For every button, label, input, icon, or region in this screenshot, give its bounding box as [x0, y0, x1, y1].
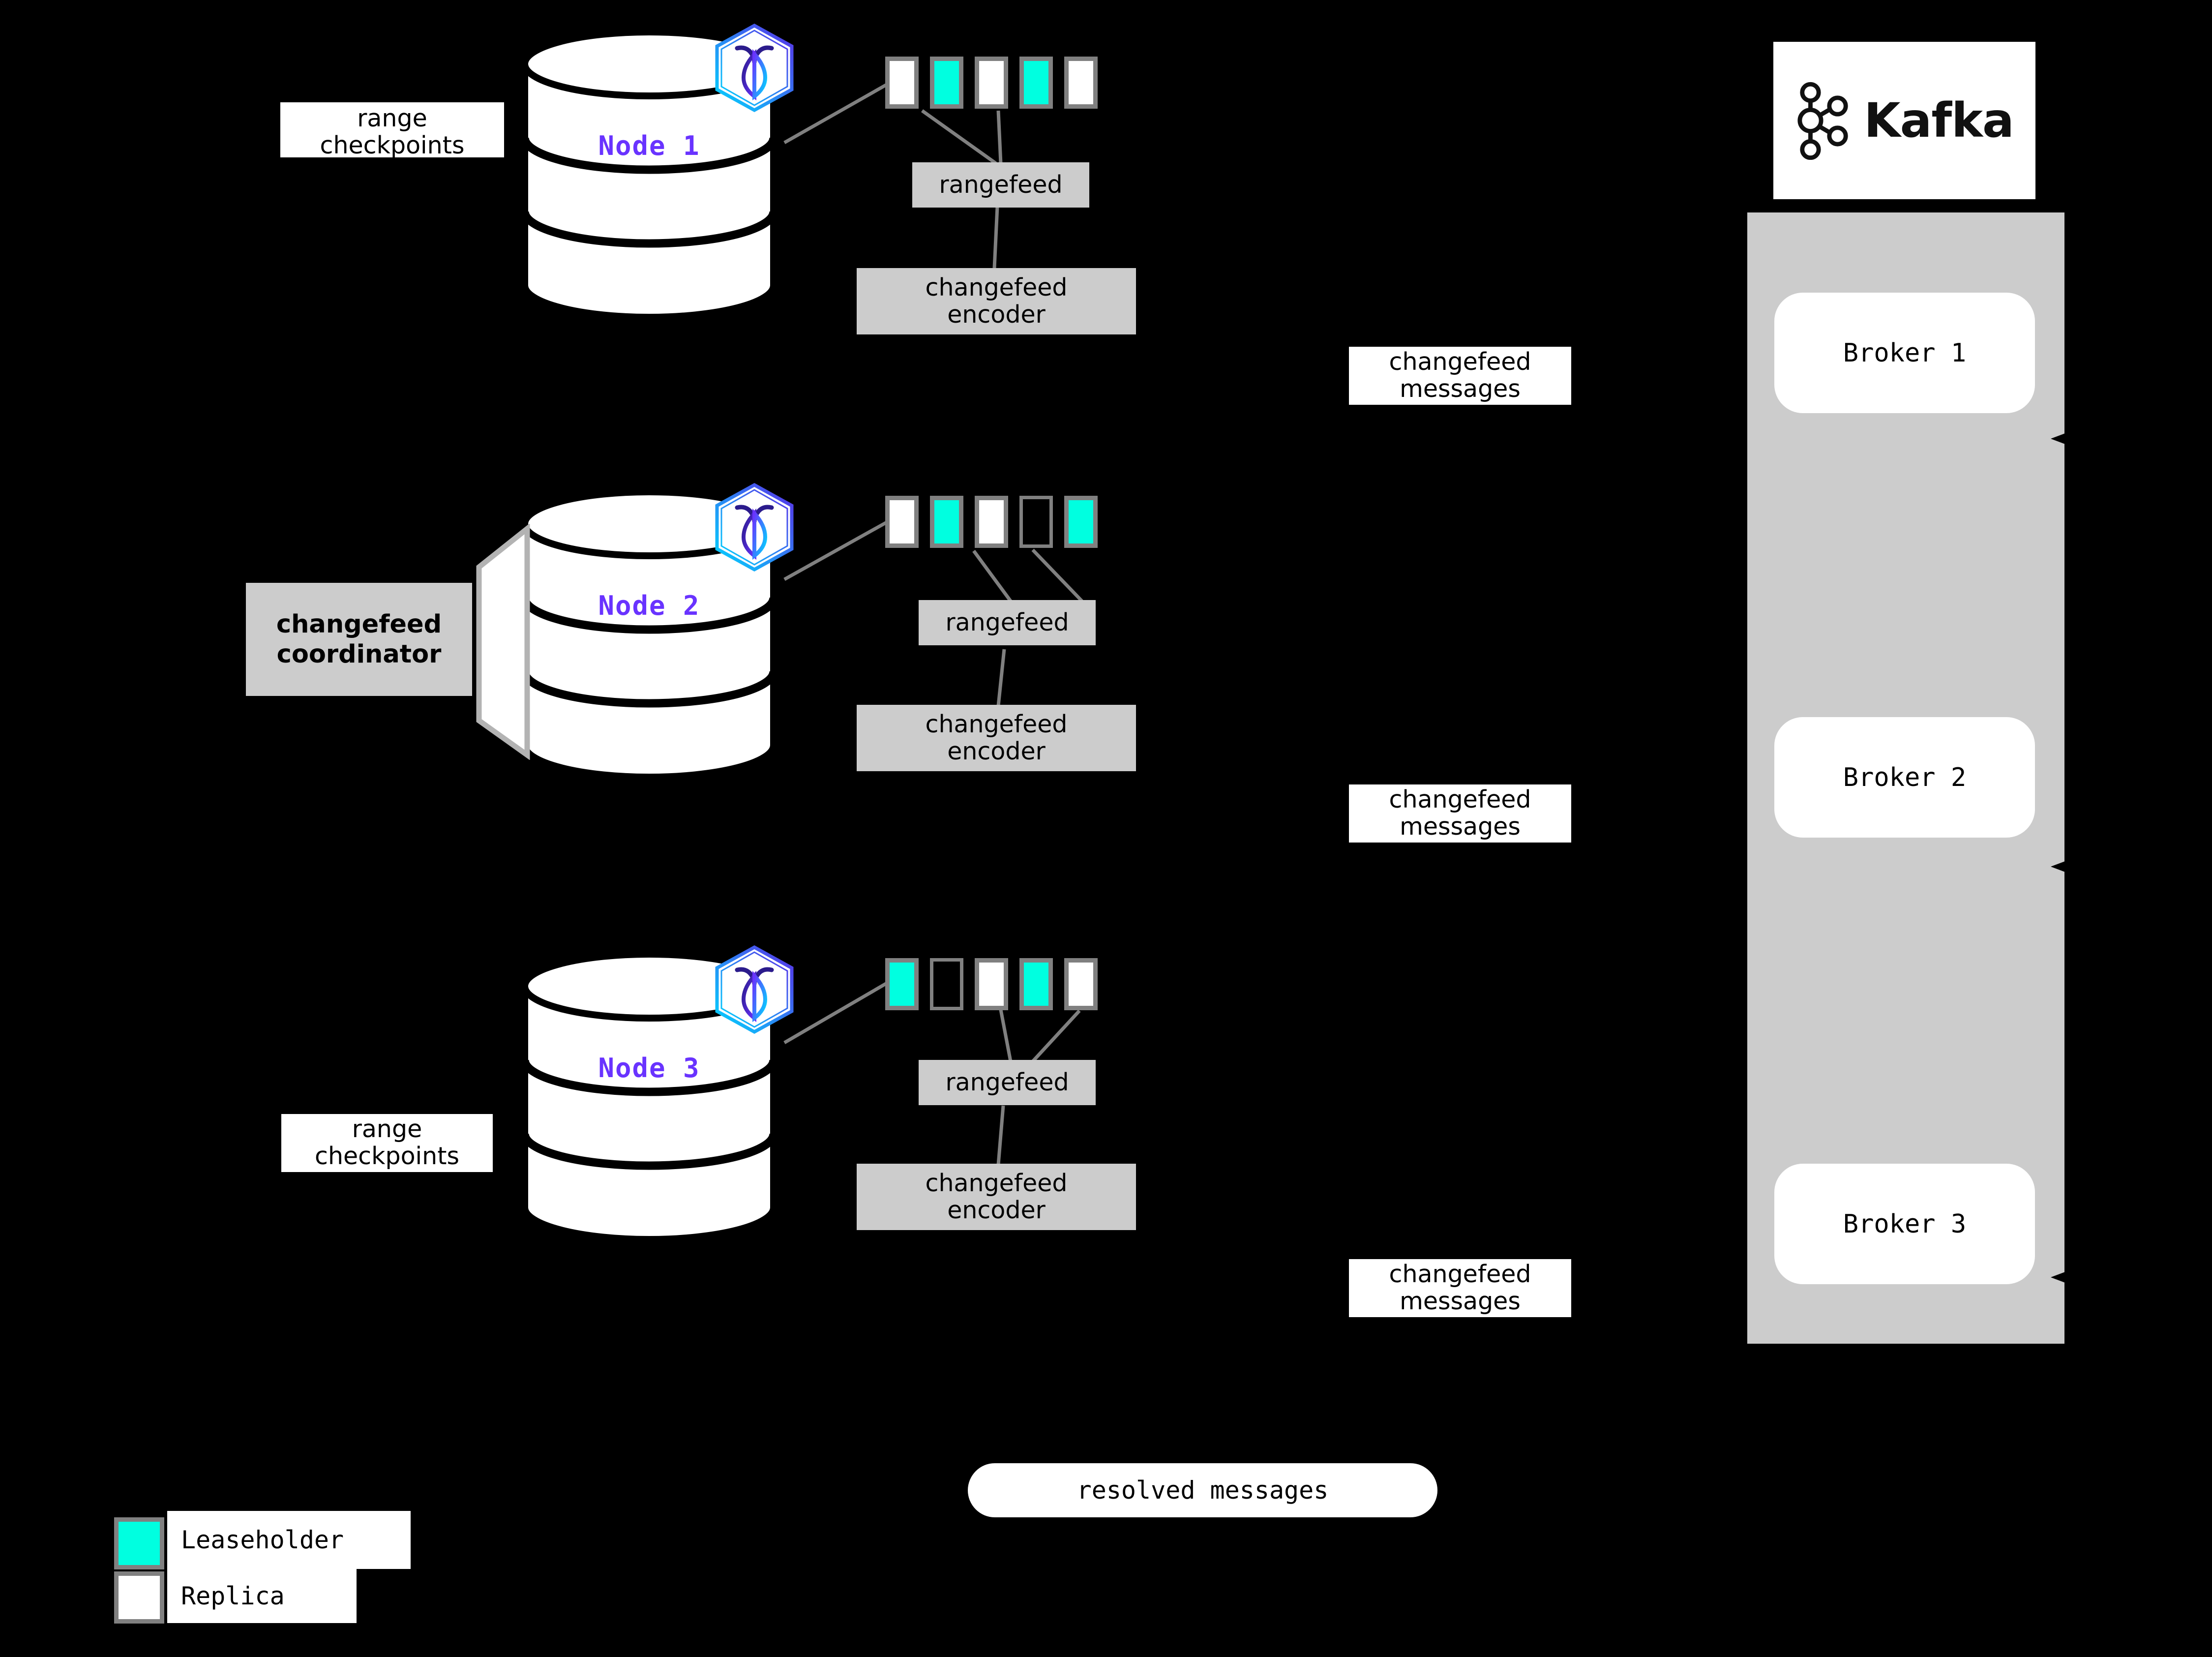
label-line-2: messages	[1400, 375, 1521, 403]
broker-box-3[interactable]: Broker 3	[1774, 1164, 2035, 1284]
range-box[interactable]	[885, 496, 919, 548]
range-row-node2	[885, 496, 1098, 548]
coordinator-line-2: coordinator	[276, 640, 442, 669]
encoder-line-1: changefeed	[925, 273, 1068, 301]
range-box[interactable]	[1019, 57, 1053, 109]
changefeed-messages-label-2: changefeed messages	[1349, 784, 1571, 843]
label-line-2: messages	[1400, 813, 1521, 841]
kafka-wordmark: Kafka	[1864, 93, 2014, 148]
changefeed-messages-label-3: changefeed messages	[1349, 1259, 1571, 1317]
coordinator-connector	[476, 524, 530, 760]
label-line-1: changefeed	[1389, 785, 1531, 814]
range-box[interactable]	[930, 57, 963, 109]
label-line-1: range	[352, 1115, 422, 1144]
label-line-2: checkpoints	[320, 131, 465, 159]
range-box[interactable]	[1064, 958, 1098, 1010]
label-line-1: range	[357, 104, 427, 132]
broker-arrowheads	[2051, 433, 2066, 1283]
range-box[interactable]	[1019, 958, 1053, 1010]
range-box[interactable]	[975, 958, 1008, 1010]
range-box[interactable]	[1064, 496, 1098, 548]
range-box[interactable]	[1064, 57, 1098, 109]
rangefeed-box-node2[interactable]: rangefeed	[919, 600, 1096, 645]
range-row-node1	[885, 57, 1098, 109]
range-box[interactable]	[930, 958, 963, 1010]
range-box[interactable]	[885, 57, 919, 109]
legend-label-leaseholder: Leaseholder	[167, 1511, 411, 1569]
encoder-line-2: encoder	[947, 737, 1046, 765]
legend-label-replica: Replica	[167, 1569, 357, 1623]
changefeed-encoder-box-node3[interactable]: changefeed encoder	[857, 1164, 1136, 1230]
label-line-2: checkpoints	[315, 1142, 459, 1170]
label-line-1: changefeed	[1389, 348, 1531, 376]
cockroachdb-hexagon-icon	[714, 24, 795, 112]
range-box[interactable]	[975, 57, 1008, 109]
node-cylinder-1: Node 1	[519, 27, 779, 322]
legend-swatch-replica	[114, 1571, 164, 1624]
encoder-line-2: encoder	[947, 300, 1046, 329]
coordinator-line-1: changefeed	[276, 609, 442, 639]
resolved-messages-pill[interactable]: resolved messages	[968, 1463, 1437, 1517]
rangefeed-box-node1[interactable]: rangefeed	[912, 162, 1089, 208]
node-cylinder-2: Node 2	[519, 487, 779, 782]
cockroachdb-hexagon-icon	[714, 945, 795, 1034]
broker-box-2[interactable]: Broker 2	[1774, 717, 2035, 838]
kafka-logo-icon	[1797, 82, 1848, 160]
cockroachdb-hexagon-icon	[714, 483, 795, 572]
encoder-line-1: changefeed	[925, 1169, 1068, 1197]
encoder-line-2: encoder	[947, 1196, 1046, 1224]
rangefeed-box-node3[interactable]: rangefeed	[919, 1060, 1096, 1105]
range-box[interactable]	[930, 496, 963, 548]
label-line-2: messages	[1400, 1287, 1521, 1315]
range-checkpoints-label-node1: range checkpoints	[280, 102, 504, 159]
changefeed-encoder-box-node2[interactable]: changefeed encoder	[857, 705, 1136, 771]
range-checkpoints-label-node3: range checkpoints	[281, 1114, 493, 1172]
label-line-1: changefeed	[1389, 1260, 1531, 1289]
range-row-node3	[885, 958, 1098, 1010]
range-box[interactable]	[1019, 496, 1053, 548]
range-box[interactable]	[885, 958, 919, 1010]
changefeed-coordinator-box[interactable]: changefeed coordinator	[246, 583, 472, 696]
encoder-line-1: changefeed	[925, 710, 1068, 738]
changefeed-encoder-box-node1[interactable]: changefeed encoder	[857, 268, 1136, 334]
legend-swatch-leaseholder	[114, 1517, 164, 1569]
range-box[interactable]	[975, 496, 1008, 548]
broker-box-1[interactable]: Broker 1	[1774, 293, 2035, 413]
kafka-logo-box: Kafka	[1773, 42, 2035, 199]
changefeed-messages-label-1: changefeed messages	[1349, 347, 1571, 405]
